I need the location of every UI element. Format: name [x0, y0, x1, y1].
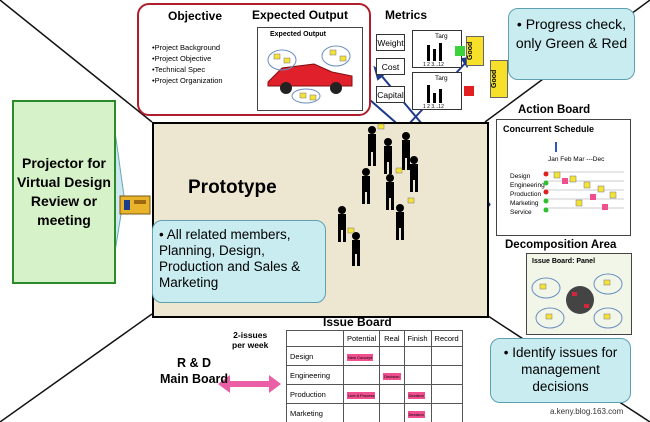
issue-row-label: Design	[286, 346, 344, 366]
projector-screen: Projector for Virtual Design Review or m…	[12, 100, 116, 284]
metric-bar	[433, 93, 436, 103]
schedule-months: Jan Feb Mar ---Dec	[548, 156, 605, 163]
issue-cell	[379, 346, 405, 366]
good-badge: Good	[490, 60, 508, 98]
schedule-row-label: Engineering	[510, 182, 545, 189]
objective-item: •Project Objective	[152, 54, 212, 63]
issue-row-label: Engineering	[286, 365, 344, 385]
issue-cell	[403, 365, 432, 385]
issue-row-label: Production	[286, 384, 344, 404]
members-callout-text: • All related members, Planning, Design,…	[159, 227, 301, 290]
metrics-title: Metrics	[385, 8, 428, 22]
issue-board-table: Potential Real Finish Record Design New …	[286, 330, 463, 422]
schedule-rows: Design Engineering Production Marketing …	[510, 172, 545, 217]
issue-tag: Decision	[407, 391, 425, 399]
rd-main-board-label: R & D Main Board	[160, 356, 229, 386]
concurrent-schedule-title: Concurrent Schedule	[503, 124, 595, 134]
issue-tag: Line A Process	[347, 391, 376, 399]
objective-title: Objective	[168, 9, 223, 23]
issue-row-label: Marketing	[286, 403, 344, 422]
projector-screen-text: Projector for Virtual Design Review or m…	[17, 155, 111, 228]
objective-item: •Technical Spec	[152, 65, 206, 74]
objective-list: •Project Background •Project Objective •…	[152, 42, 223, 86]
issue-cell: New Concept	[342, 346, 381, 366]
metric-bar	[433, 49, 436, 61]
expected-output-title: Expected Output	[252, 8, 349, 22]
issue-cell	[430, 403, 463, 422]
issue-tag: Decision	[383, 372, 401, 380]
issue-column-header: Real	[379, 330, 405, 347]
projector-icon	[119, 195, 151, 215]
schedule-row-label: Production	[510, 191, 542, 198]
schedule-row-label: Design	[510, 173, 531, 180]
issues-callout: • Identify issues for management decisio…	[490, 338, 631, 403]
members-callout: • All related members, Planning, Design,…	[152, 220, 326, 303]
team-members-icon	[338, 123, 418, 266]
issue-table-corner	[286, 330, 344, 347]
metric-bar	[439, 43, 442, 61]
issue-cell	[379, 403, 405, 422]
schedule-row-label: Service	[510, 209, 532, 216]
issue-tag: New Concept	[347, 353, 374, 361]
issue-cell: Decision	[403, 384, 432, 404]
car-icon	[267, 45, 353, 104]
prototype-title: Prototype	[188, 177, 277, 198]
issues-callout-text: • Identify issues for management decisio…	[503, 345, 618, 394]
objective-item: •Project Organization	[152, 76, 223, 85]
issue-cell: Decision	[379, 365, 405, 385]
progress-callout: • Progress check, only Green & Red	[508, 8, 635, 80]
metric-chart-1: Targ 1 2 3...12	[412, 30, 462, 68]
metric-weight: Weight	[376, 34, 405, 51]
rd-double-arrow	[218, 375, 281, 393]
issue-cell	[430, 384, 463, 404]
status-green-icon	[455, 46, 465, 56]
issue-cell	[342, 403, 381, 422]
schedule-chart-icon	[543, 142, 624, 213]
good-badge: Good	[466, 36, 484, 66]
metric-bar	[427, 45, 430, 61]
issue-frequency-label: 2-issues per week	[232, 330, 269, 350]
metric-capital: Capital	[376, 86, 405, 103]
metric-chart-label: Targ	[435, 33, 448, 40]
action-board-title: Action Board	[518, 104, 591, 116]
room-edge-bottom-left	[0, 313, 153, 422]
action-board-panel	[496, 119, 631, 236]
issue-column-header: Record	[430, 330, 463, 347]
issue-tag: Decision	[407, 410, 425, 418]
room-edge-top-left	[0, 0, 153, 123]
metric-axis-label: 1 2 3...12	[423, 62, 444, 68]
expected-output-panel-title: Expected Output	[270, 31, 327, 38]
issue-cell	[430, 346, 463, 366]
issue-column-header: Finish	[403, 330, 432, 347]
metric-cost: Cost	[376, 58, 405, 75]
metric-chart-label: Targ	[435, 75, 448, 82]
metric-bar	[439, 89, 442, 103]
issue-cell	[403, 346, 432, 366]
metric-axis-label: 1 2 3...12	[423, 104, 444, 110]
issue-cell: Line A Process	[342, 384, 381, 404]
progress-callout-text: • Progress check, only Green & Red	[515, 16, 628, 51]
issue-board-panel-title: Issue Board: Panel	[532, 258, 596, 265]
issue-cell	[430, 365, 463, 385]
metric-bar	[427, 85, 430, 103]
schedule-row-label: Marketing	[510, 200, 539, 207]
issue-cell	[379, 384, 405, 404]
issue-column-header: Potential	[342, 330, 381, 347]
status-red-icon	[464, 86, 474, 96]
issue-board-title: Issue Board	[323, 315, 392, 329]
credit-text: a.keny.blog.163.com	[550, 407, 624, 416]
decomposition-title: Decomposition Area	[505, 239, 617, 251]
metric-chart-2: Targ 1 2 3...12	[412, 72, 462, 110]
issue-cell: Decision	[403, 403, 432, 422]
objective-item: •Project Background	[152, 43, 221, 52]
issue-cell	[342, 365, 381, 385]
decomposition-icon	[531, 273, 623, 329]
